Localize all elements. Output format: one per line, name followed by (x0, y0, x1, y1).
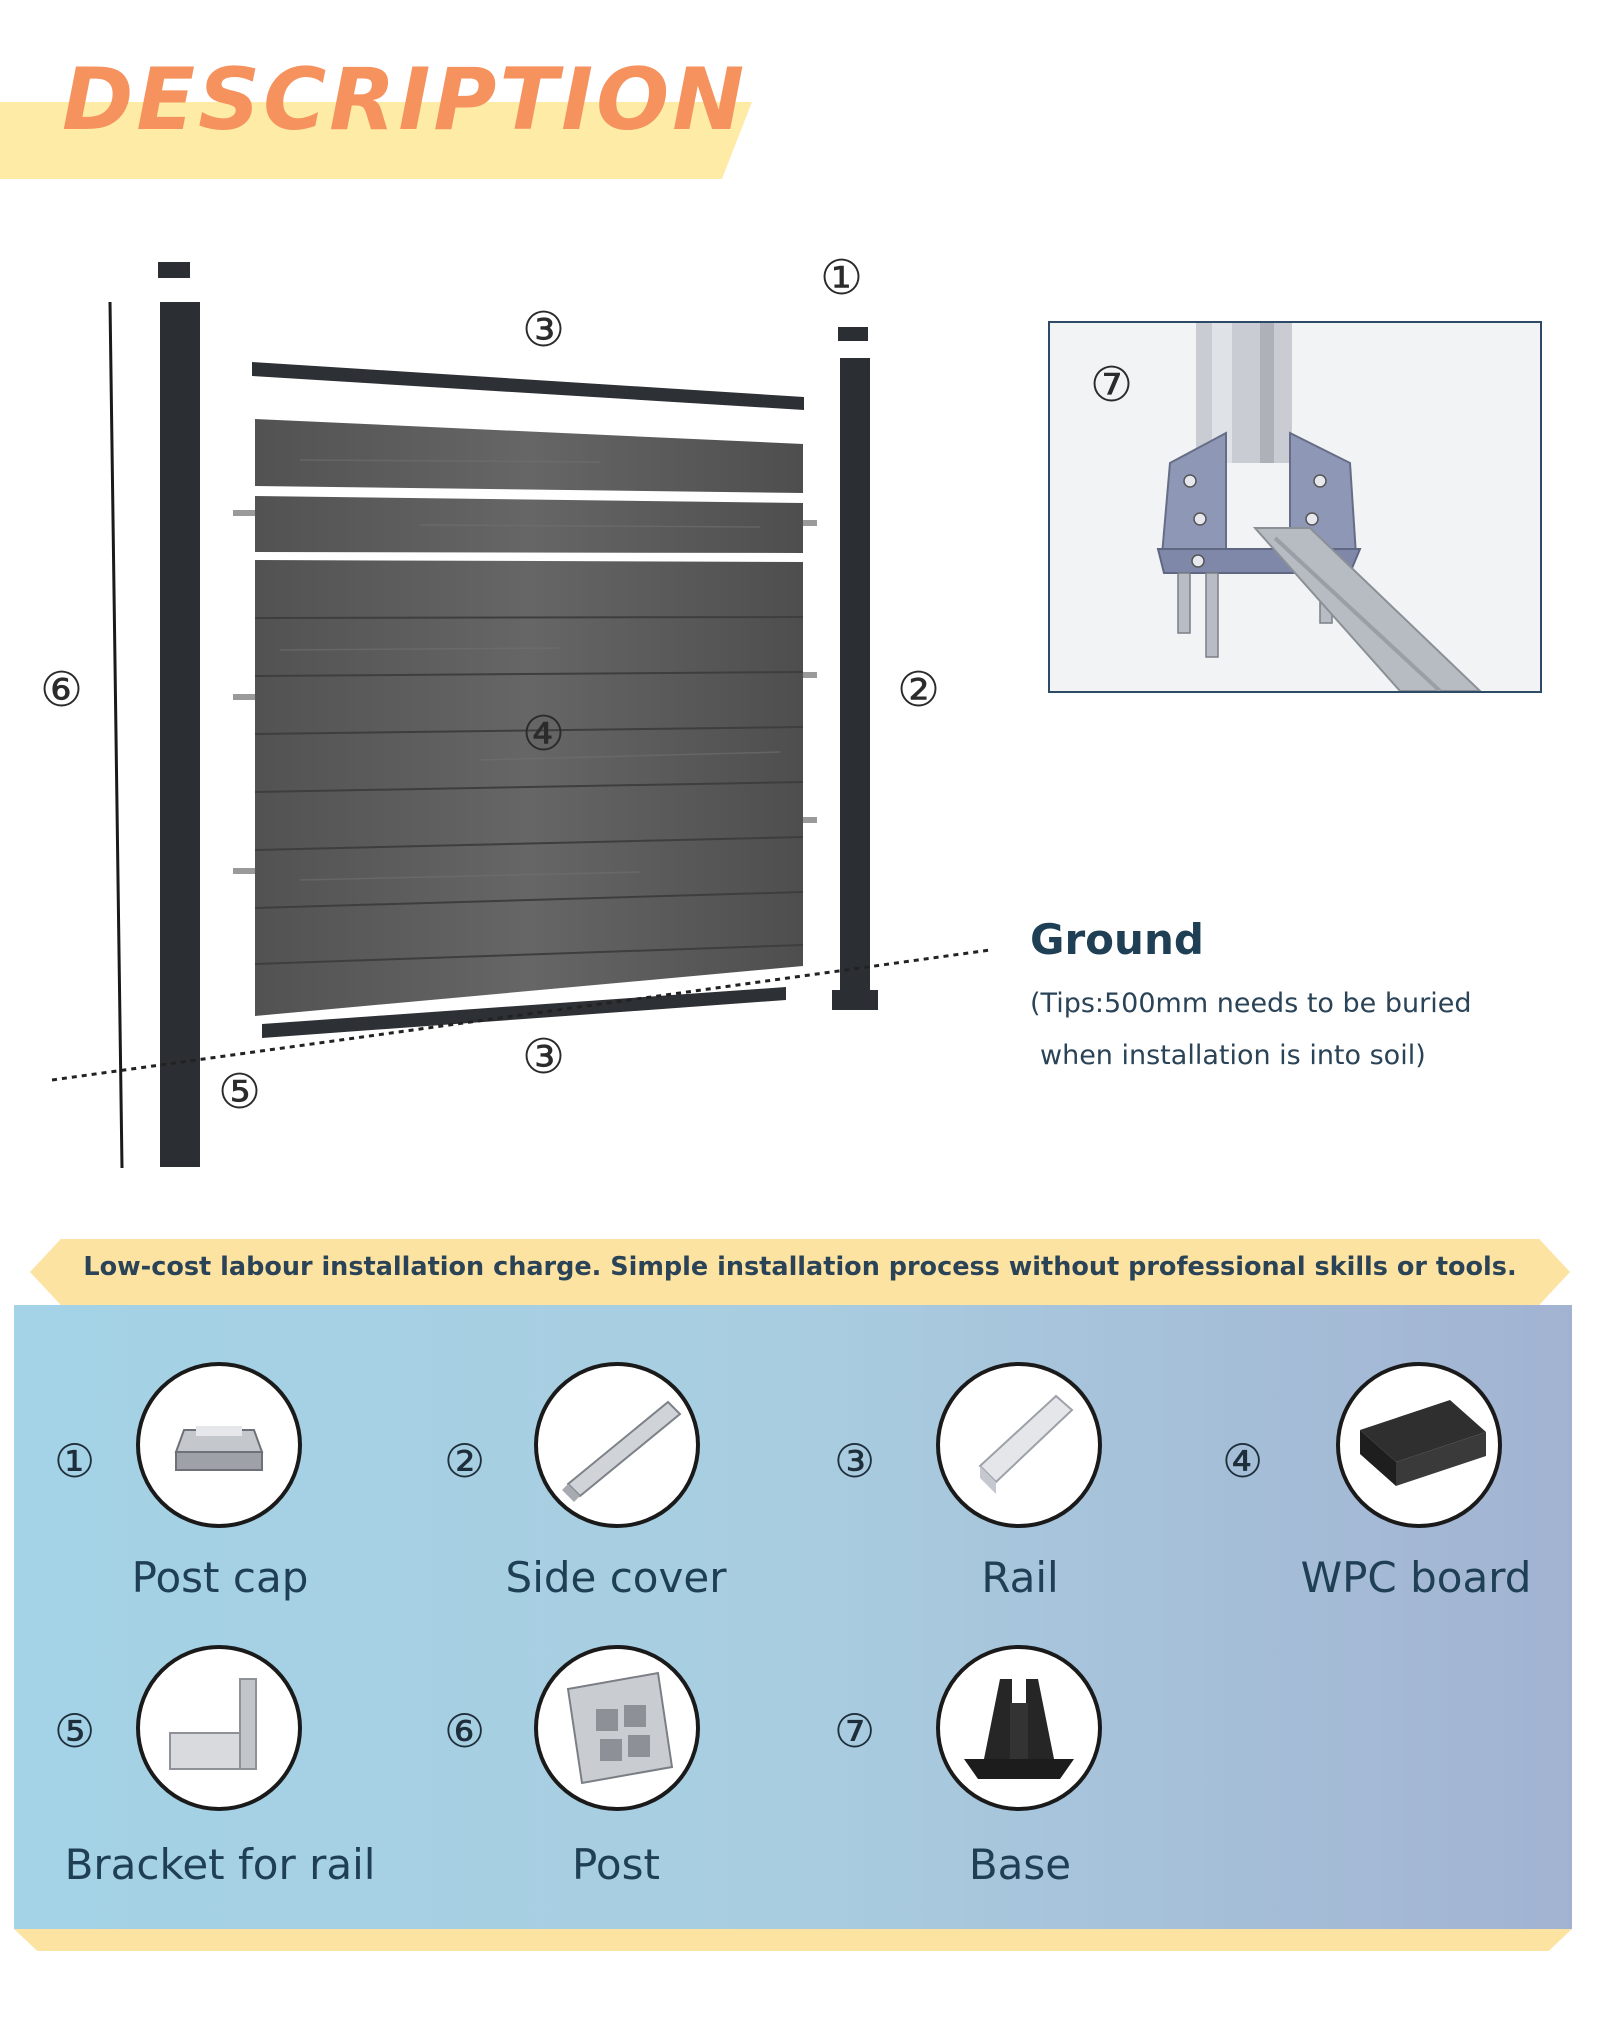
height-dimension-line (108, 301, 124, 1169)
part-image-wpc-board (1336, 1362, 1502, 1528)
base-detail-inset: ⑦ (1048, 321, 1542, 693)
part-image-post (534, 1645, 700, 1811)
part-image-base (936, 1645, 1102, 1811)
part-label-bracket: Bracket for rail (64, 1840, 376, 1889)
part-label-base: Base (968, 1840, 1072, 1889)
rail-icon (978, 1394, 1074, 1494)
marker-board: ④ (522, 706, 566, 762)
part-image-post-cap (136, 1362, 302, 1528)
part-number: ⑤ (54, 1704, 96, 1758)
part-number: ⑥ (444, 1704, 486, 1758)
part-image-side-cover (534, 1362, 700, 1528)
fence-exploded-diagram (51, 262, 991, 1169)
tip-line-1: (Tips:500mm needs to be buried (1030, 988, 1472, 1019)
tip-line-2: when installation is into soil) (1040, 1040, 1426, 1071)
part-image-bracket (136, 1645, 302, 1811)
ground-line (51, 948, 991, 1082)
wood-grain (279, 459, 781, 881)
part-label-side-cover: Side cover (505, 1553, 727, 1602)
top-rail (252, 362, 804, 410)
side-cover-icon (562, 1400, 682, 1502)
base-detail-illustration (1156, 323, 1482, 691)
base-icon (964, 1679, 1074, 1779)
part-label-rail: Rail (981, 1553, 1059, 1602)
part-label-wpc-board: WPC board (1300, 1553, 1532, 1602)
bottom-strip (14, 1929, 1572, 1951)
marker-base: ⑦ (1090, 357, 1134, 413)
bracket-icon (169, 1678, 257, 1770)
marker-post: ⑥ (40, 662, 84, 718)
part-number: ④ (1222, 1434, 1264, 1488)
right-post (840, 358, 870, 1008)
part-number: ③ (834, 1434, 876, 1488)
marker-top-rail: ③ (522, 302, 566, 358)
left-post-cap (158, 262, 190, 278)
part-image-rail (936, 1362, 1102, 1528)
part-number: ① (54, 1434, 96, 1488)
right-post-cap (838, 327, 868, 341)
right-brackets (803, 520, 817, 823)
board-grooves (254, 616, 804, 965)
banner-text: Low-cost labour installation charge. Sim… (83, 1252, 1517, 1282)
marker-bottom-rail: ③ (522, 1029, 566, 1085)
part-number: ⑦ (834, 1704, 876, 1758)
part-number: ② (444, 1434, 486, 1488)
post-cap-icon (174, 1426, 264, 1471)
top-board-2 (255, 496, 803, 553)
post-profile-icon (566, 1671, 674, 1785)
right-post-base (832, 990, 878, 1010)
marker-side-cover: ② (897, 662, 941, 718)
marker-post-cap: ① (820, 250, 864, 306)
wpc-board-icon (1360, 1400, 1486, 1486)
top-board-1 (255, 419, 803, 493)
marker-bracket: ⑤ (218, 1064, 262, 1120)
page-title: DESCRIPTION (62, 50, 748, 150)
left-brackets (233, 510, 255, 874)
part-label-post-cap: Post cap (131, 1553, 309, 1602)
title-highlight-band (0, 102, 752, 179)
banner-background (30, 1239, 1570, 1305)
bottom-rail (262, 987, 786, 1038)
left-post (160, 302, 200, 1167)
part-label-post: Post (572, 1840, 660, 1889)
ground-title: Ground (1030, 915, 1204, 964)
